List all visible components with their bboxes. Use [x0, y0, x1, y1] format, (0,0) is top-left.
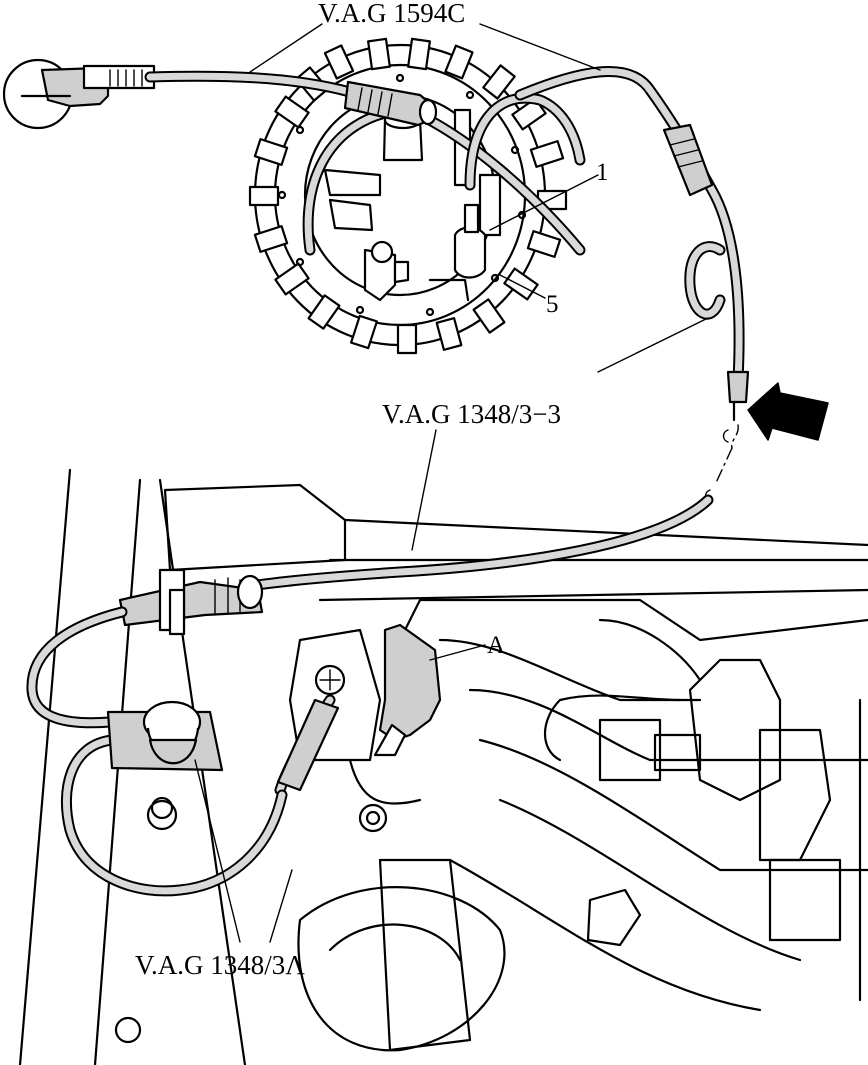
label-part-5: 5: [546, 291, 559, 318]
vag-1348-3-3-cable: [118, 494, 714, 796]
flange-bolt-holes: [277, 73, 527, 317]
vag-1348-3a-leads: [26, 606, 288, 897]
black-arrow-icon: [747, 382, 829, 441]
cable-break-line: [704, 424, 739, 503]
label-vag-1594c: V.A.G 1594C: [318, 0, 465, 28]
label-vag-1348-3a: V.A.G 1348/3Λ: [135, 950, 305, 980]
vag-1594c-cable: [144, 66, 750, 422]
label-part-1: 1: [596, 159, 609, 186]
leader-lines: [194, 23, 709, 943]
label-part-a: A: [487, 632, 505, 659]
detail-magnifier: [2, 58, 156, 130]
flange-clips: [248, 37, 568, 355]
engine-bay-structure: [18, 468, 868, 1065]
labels: V.A.G 1594C 1 5 V.A.G 1348/3−3 A V.A.G 1…: [135, 0, 609, 980]
label-vag-1348-3-3: V.A.G 1348/3−3: [382, 399, 561, 429]
